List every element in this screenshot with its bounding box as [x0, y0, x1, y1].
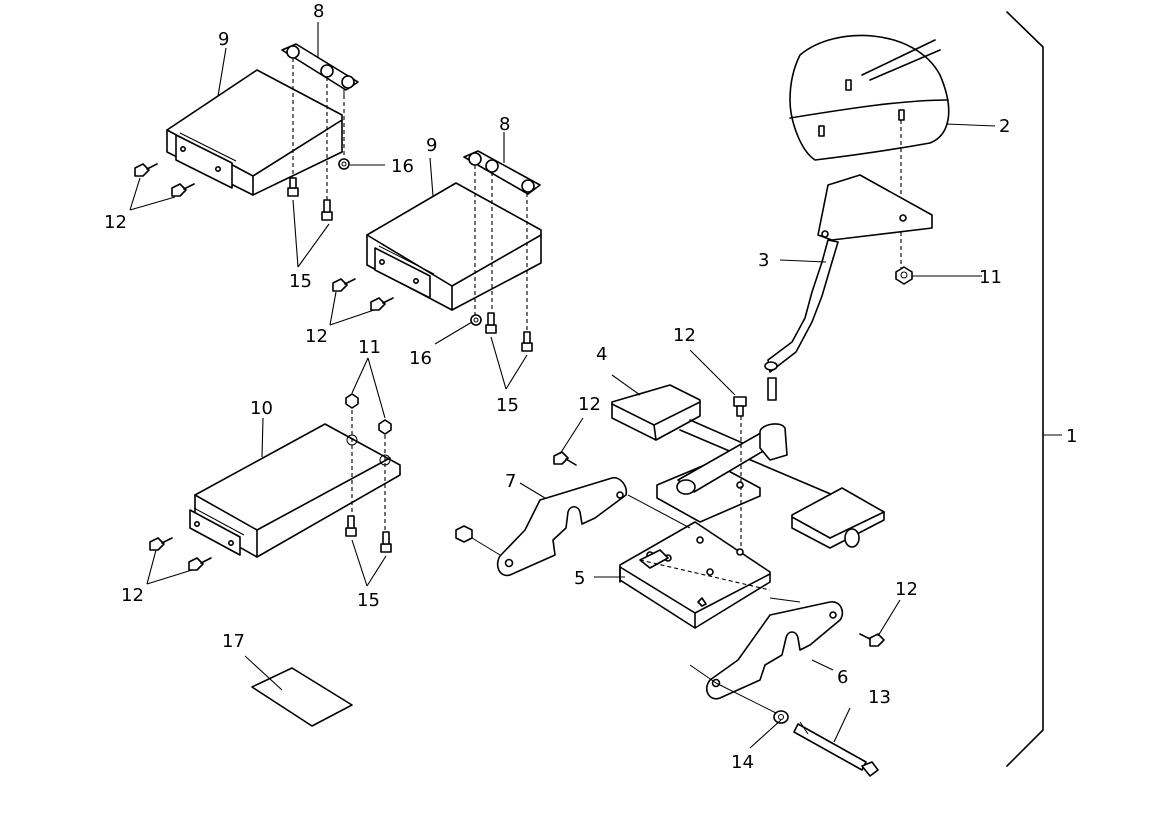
seat-cushion [789, 34, 950, 268]
callout-6: 6 [837, 667, 848, 688]
callout-8-upper: 8 [313, 1, 324, 22]
callout-8-middle: 8 [499, 114, 510, 135]
control-box-middle [366, 150, 542, 332]
left-bracket [496, 476, 691, 577]
callout-16-middle: 16 [409, 348, 432, 369]
callout-12-middle-left: 12 [305, 326, 328, 347]
seat-frame [611, 384, 885, 552]
leader-lines [129, 22, 996, 749]
assembly-bracket [1006, 11, 1062, 767]
callout-1: 1 [1066, 426, 1077, 447]
callout-9-middle: 9 [426, 135, 437, 156]
callout-9-upper: 9 [218, 29, 229, 50]
callout-13: 13 [868, 687, 891, 708]
mounting-plate [619, 521, 771, 629]
callout-17: 17 [222, 631, 245, 652]
callout-2: 2 [999, 116, 1010, 137]
decal-sheet [251, 667, 353, 727]
callout-11-right: 11 [979, 267, 1002, 288]
callout-12-upper-left: 12 [104, 212, 127, 233]
callout-12-lower-right: 12 [895, 579, 918, 600]
long-bolt-and-washer [773, 710, 879, 777]
callout-7: 7 [505, 471, 516, 492]
callout-12-lower-left: 12 [121, 585, 144, 606]
callout-4: 4 [596, 344, 607, 365]
callout-12-middle-right: 12 [578, 394, 601, 415]
callout-15-middle: 15 [496, 395, 519, 416]
callout-labels: 1 2 3 4 5 6 7 8 8 9 9 10 11 11 12 12 12 … [104, 1, 1077, 773]
callout-16-upper: 16 [391, 156, 414, 177]
control-box-upper-left [166, 43, 359, 200]
callout-15-lower: 15 [357, 590, 380, 611]
callout-3: 3 [758, 250, 769, 271]
callout-5: 5 [574, 568, 585, 589]
fasteners [134, 158, 913, 647]
callout-10: 10 [250, 398, 273, 419]
callout-14: 14 [731, 752, 754, 773]
callout-15-upper: 15 [289, 271, 312, 292]
callout-12-upper-right: 12 [673, 325, 696, 346]
control-box-lower-left [189, 410, 401, 558]
callout-11-left: 11 [358, 337, 381, 358]
seat-support-arm [764, 174, 933, 401]
right-bracket [689, 597, 844, 716]
